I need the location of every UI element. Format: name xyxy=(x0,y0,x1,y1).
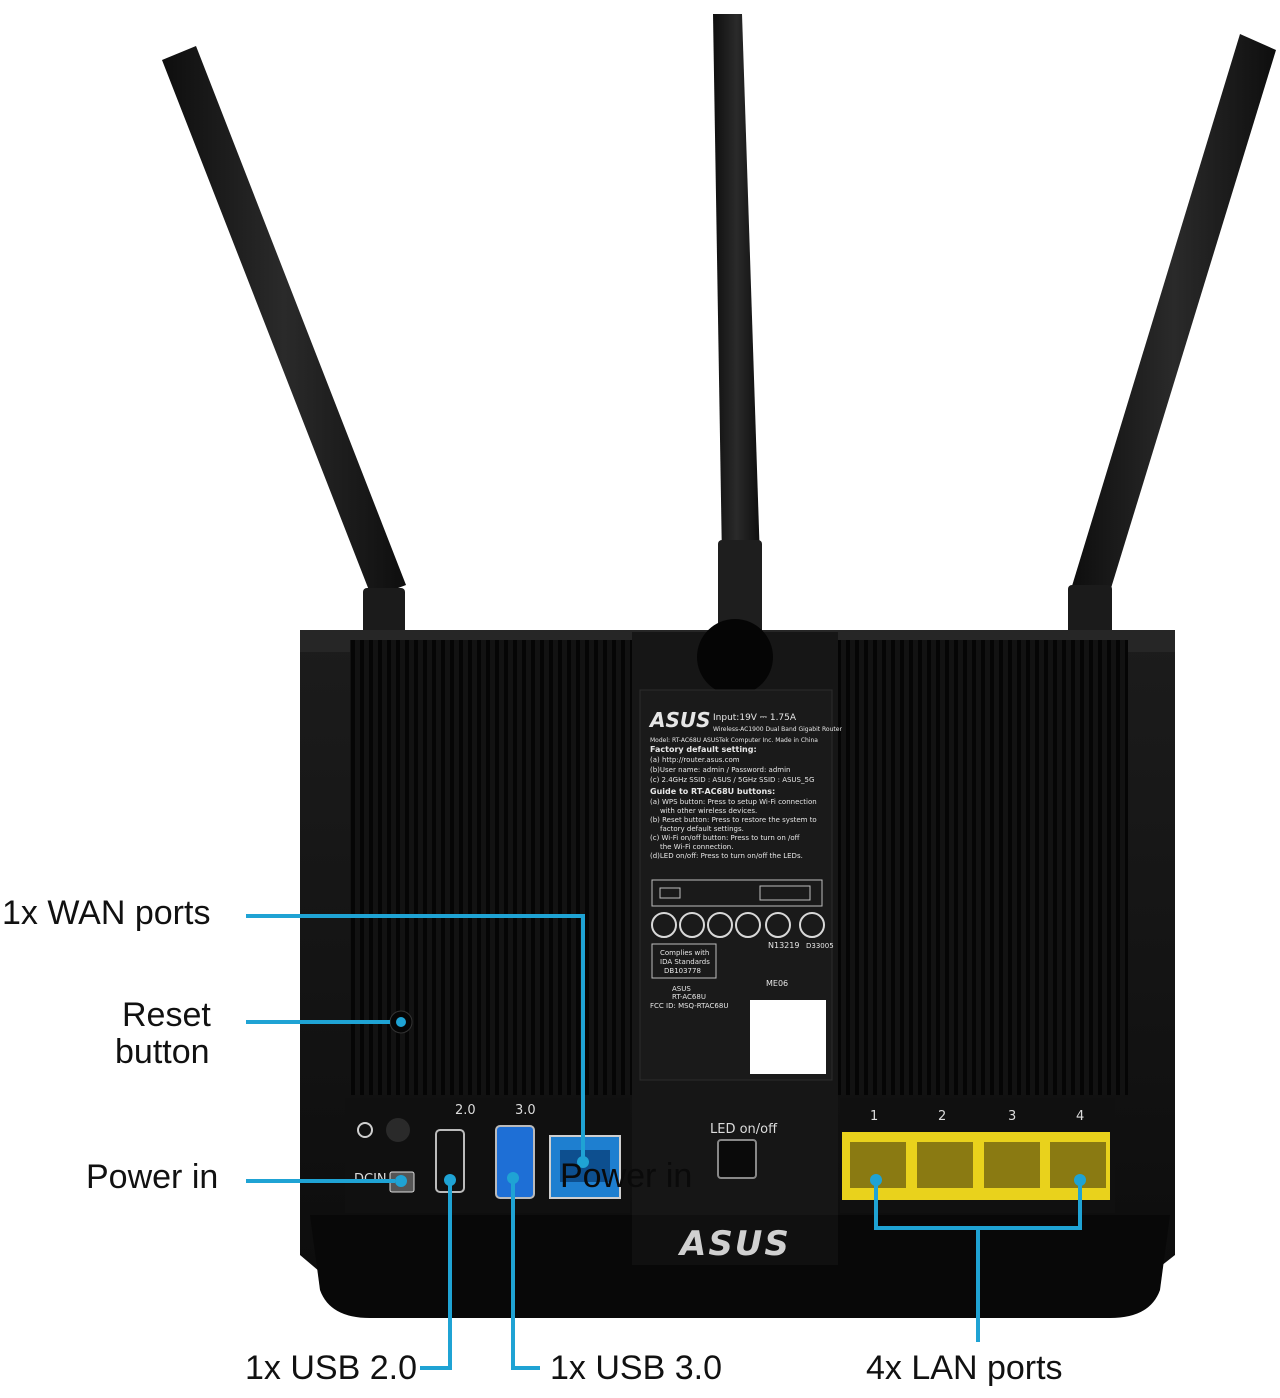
certification-icons xyxy=(651,912,825,938)
label-cert-d: D33005 xyxy=(806,942,834,950)
label-ida1: Complies with xyxy=(660,949,709,957)
antenna-center xyxy=(712,14,768,680)
power-overlay-label: Power in xyxy=(560,1157,693,1195)
label-guide-a2: with other wireless devices. xyxy=(660,807,757,815)
label-fcc3: FCC ID: MSQ-RTAC68U xyxy=(650,1002,728,1010)
lan-port-2 xyxy=(917,1142,973,1188)
label-factory-b: (b)User name: admin / Password: admin xyxy=(650,766,790,774)
label-guide-d: (d)LED on/off: Press to turn on/off the … xyxy=(650,852,803,860)
callout-lines xyxy=(246,914,1082,1370)
label-factory-title: Factory default setting: xyxy=(650,745,757,754)
label-model-line1: Wireless-AC1900 Dual Band Gigabit Router xyxy=(713,726,842,733)
wan-callout-label: 1x WAN ports xyxy=(2,894,211,932)
reset-callout-label-line2: button xyxy=(115,1033,210,1071)
label-factory-c: (c) 2.4GHz SSID : ASUS / 5GHz SSID : ASU… xyxy=(650,776,814,784)
usb2-callout-label: 1x USB 2.0 xyxy=(245,1349,417,1387)
usb2-label: 2.0 xyxy=(455,1103,476,1118)
label-cert-n: N13219 xyxy=(768,941,799,950)
label-input: Input:19V ⎓ 1.75A xyxy=(713,713,797,723)
label-ida2: IDA Standards xyxy=(660,958,710,966)
lan4-label: 4 xyxy=(1076,1109,1084,1124)
lan-callout-label: 4x LAN ports xyxy=(866,1349,1063,1387)
antenna-left xyxy=(162,46,410,686)
io-panel-left: DCIN 2.0 3.0 xyxy=(345,1098,630,1213)
lan2-label: 2 xyxy=(938,1109,946,1124)
label-guide-c: (c) Wi-Fi on/off button: Press to turn o… xyxy=(650,834,800,842)
led-label: LED on/off xyxy=(710,1122,778,1137)
front-asus-logo: ASUS xyxy=(677,1224,791,1264)
label-factory-a: (a) http://router.asus.com xyxy=(650,756,740,764)
info-label-plate: ASUS Input:19V ⎓ 1.75A Wireless-AC1900 D… xyxy=(639,689,842,1081)
label-fcc2: RT-AC68U xyxy=(672,993,706,1001)
label-guide-a: (a) WPS button: Press to setup Wi-Fi con… xyxy=(650,798,817,806)
label-guide-c2: the Wi-Fi connection. xyxy=(660,843,733,851)
label-guide-b2: factory default settings. xyxy=(660,825,744,833)
label-me: ME06 xyxy=(766,979,788,988)
label-fcc1: ASUS xyxy=(672,985,691,993)
label-guide-b: (b) Reset button: Press to restore the s… xyxy=(650,816,817,824)
antenna-right xyxy=(1062,34,1276,686)
usb2-callout-line xyxy=(420,1180,452,1370)
lan-panel: 1 2 3 4 xyxy=(840,1098,1115,1213)
usb3-callout-label: 1x USB 3.0 xyxy=(550,1349,722,1387)
callout-dots xyxy=(395,1017,1086,1187)
power-symbol-icon xyxy=(357,1122,373,1138)
lan1-label: 1 xyxy=(870,1109,878,1124)
lan3-label: 3 xyxy=(1008,1109,1016,1124)
wan-callout-line xyxy=(246,914,585,1162)
led-button xyxy=(717,1139,757,1179)
reset-callout-label-line1: Reset xyxy=(122,996,211,1034)
label-logo: ASUS xyxy=(648,708,711,732)
usb3-label: 3.0 xyxy=(515,1103,536,1118)
label-guide-title: Guide to RT-AC68U buttons: xyxy=(650,787,775,796)
power-callout-label: Power in xyxy=(86,1158,219,1196)
label-ida3: DB103778 xyxy=(664,967,701,975)
label-model-line2: Model: RT-AC68U ASUSTek Computer Inc. Ma… xyxy=(650,737,818,744)
lan-port-3 xyxy=(984,1142,1040,1188)
power-switch xyxy=(386,1118,410,1142)
usb3-callout-line xyxy=(511,1178,540,1370)
white-sticker xyxy=(750,1000,826,1074)
